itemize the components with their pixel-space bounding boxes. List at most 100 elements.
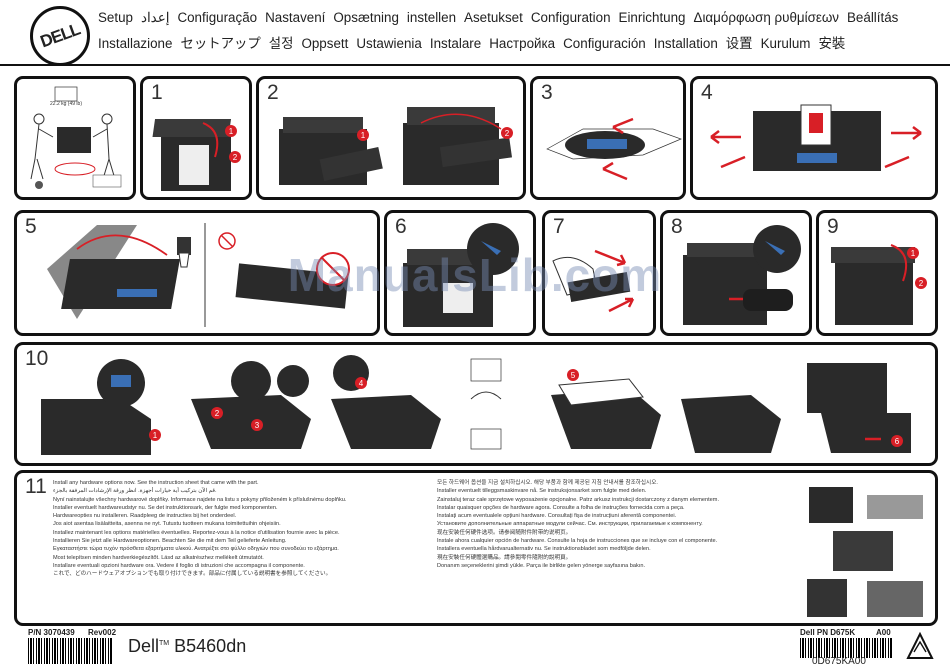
header-word-8: Installation (653, 36, 718, 51)
options-line-10: Installare eventuali opzioni hardware or… (53, 562, 305, 569)
panel-step-9: 9 1 2 (816, 210, 938, 336)
step-number: 3 (541, 81, 553, 104)
options-text-right: 모든 하드웨어 옵션을 지금 설치하십시오. 해당 부품과 함께 제공된 지침 … (437, 479, 787, 570)
dell-pn: Dell PN D675K (800, 628, 856, 637)
options-line-2: Nyní nainstalujte všechny hardwarové dop… (53, 496, 347, 503)
step-1-illustration: 1 2 (152, 119, 241, 191)
header-word-8: Einrichtung (618, 10, 686, 25)
panel-step-10: 10 1 2 3 4 5 6 (14, 342, 938, 466)
step-number: 4 (701, 81, 713, 104)
options-line-6: 现在安装任何硬件选项。请参阅随附件附带的说明页。 (437, 529, 572, 536)
header-word-2: 설정 (268, 36, 294, 51)
header-word-2: Configuração (177, 10, 258, 25)
options-line-9: 現在安裝任何硬體選購品。請參閱零件隨附的說明頁。 (437, 554, 572, 561)
header-line-1: Setup إعداد Configuração Nastavení Opsætning… (98, 10, 948, 26)
step-8-illustration (683, 225, 801, 325)
header-word-7: Configuración (563, 36, 646, 51)
product-brand: Dell (128, 636, 160, 656)
options-line-3: Installer eventuelt hardwareudstyr nu. S… (53, 504, 278, 511)
barcode-right (800, 638, 892, 658)
header-word-7: Configuration (530, 10, 611, 25)
panel-unpack: 22.2 kg (49 lb) (14, 76, 136, 200)
options-line-3: Instalar quaisquer opções de hardware ag… (437, 504, 685, 511)
weight-label: 22.2 kg (49 lb) (50, 101, 82, 107)
header-word-11: 安裝 (818, 36, 846, 51)
step-number: 10 (25, 347, 49, 370)
options-text-left: Install any hardware options now. See th… (53, 479, 427, 579)
header-word-5: instellen (406, 10, 457, 25)
callout-2: 2 (505, 129, 510, 138)
header-word-1: セットアップ (180, 36, 261, 51)
header-word-9: 设置 (725, 36, 753, 51)
header-word-1: إعداد (141, 10, 170, 25)
header-word-0: Installazione (98, 36, 173, 51)
product-name: DellTM B5460dn (128, 636, 246, 657)
header-word-10: Kurulum (760, 36, 811, 51)
callout-2: 2 (919, 279, 924, 288)
step-3-illustration (546, 117, 682, 181)
step-number: 5 (25, 215, 37, 238)
options-line-11: これで、どのハードウェアオプションでも取り付けできます。部品に付属している説明書… (53, 571, 332, 578)
step-2-illustration: 1 2 (279, 107, 513, 185)
header-line-2: Installazione セットアップ 설정 Oppsett Ustawienia In… (98, 32, 948, 52)
dell-logo: DELL (30, 6, 90, 66)
panel-step-4: 4 (690, 76, 938, 200)
dell-rev: A00 (876, 628, 891, 637)
options-line-7: Instale ahora cualquier opción de hardwa… (437, 538, 718, 545)
options-line-2: Zainstaluj teraz całe sprzętowe wyposaże… (437, 496, 719, 503)
logo-text: DELL (37, 19, 83, 52)
panel-step-1: 1 1 2 (140, 76, 252, 200)
options-line-9: Most telepítsen minden hardverkiegészítő… (53, 554, 264, 561)
header-word-9: Διαμόρφωση ρυθμίσεων (693, 10, 839, 25)
step-number: 7 (553, 215, 565, 238)
step-number: 9 (827, 215, 839, 238)
header-word-4: Ustawienia (356, 36, 422, 51)
part-number: P/N 3070439 (28, 628, 75, 637)
header-word-10: Beállítás (847, 10, 899, 25)
step-number: 6 (395, 215, 407, 238)
options-line-1: قم الآن بتركيب أية خيارات أجهزة. انظر ور… (53, 488, 217, 495)
callout-1: 1 (911, 249, 916, 258)
panel-step-7: 7 (542, 210, 656, 336)
step-5-illustration (47, 223, 350, 327)
panel-step-2: 2 1 2 (256, 76, 526, 200)
step-4-illustration (710, 104, 922, 171)
header-word-5: Instalare (429, 36, 482, 51)
step-number: 8 (671, 215, 683, 238)
options-line-4: Hardwareopties nu installeren. Raadpleeg… (53, 513, 237, 520)
header-word-6: Настройка (489, 36, 556, 51)
options-line-8: Εγκαταστήστε τώρα τυχόν πρόσθετα εξαρτήμ… (53, 546, 339, 553)
callout-5: 5 (571, 371, 576, 380)
callout-1: 1 (153, 431, 158, 440)
header-word-4: Opsætning (333, 10, 399, 25)
step-10-illustration: 1 2 3 4 5 6 (41, 355, 911, 455)
options-line-1: Installer eventuelt tilleggsmaskinvare n… (437, 488, 647, 495)
barcode-left (28, 638, 112, 664)
recycle-icon (906, 631, 934, 659)
step-6-illustration (403, 223, 519, 327)
hardware-options-illustration (807, 487, 923, 617)
unpack-illustration: 22.2 kg (49 lb) (30, 86, 122, 189)
step-9-illustration: 1 2 (831, 244, 927, 325)
options-line-5: Jos aiot asentaa lisälaitteita, asenna n… (53, 521, 281, 528)
callout-1: 1 (229, 127, 234, 136)
panel-step-5: 5 (14, 210, 380, 336)
options-line-6: Installez maintenant les options matérie… (53, 529, 340, 536)
callout-2: 2 (233, 153, 238, 162)
header-word-3: Nastavení (265, 10, 326, 25)
callout-2: 2 (215, 409, 220, 418)
header-word-0: Setup (98, 10, 133, 25)
step-number: 11 (25, 475, 47, 498)
options-line-0: Install any hardware options now. See th… (53, 480, 259, 486)
header-divider (0, 64, 950, 66)
header-word-3: Oppsett (301, 36, 349, 51)
options-line-7: Installieren Sie jetzt alle Hardwareopti… (53, 538, 287, 545)
step-number: 1 (151, 81, 163, 104)
options-line-4: Instalaţi acum eventualele opţiuni hardw… (437, 513, 677, 520)
callout-1: 1 (361, 131, 366, 140)
step-7-illustration (552, 249, 635, 313)
panel-step-8: 8 (660, 210, 812, 336)
panel-step-11: 11 Install any hardware options now. See… (14, 470, 938, 626)
options-line-0: 모든 하드웨어 옵션을 지금 설치하십시오. 해당 부품과 함께 제공된 지침 … (437, 480, 658, 486)
revision: Rev002 (88, 628, 117, 637)
